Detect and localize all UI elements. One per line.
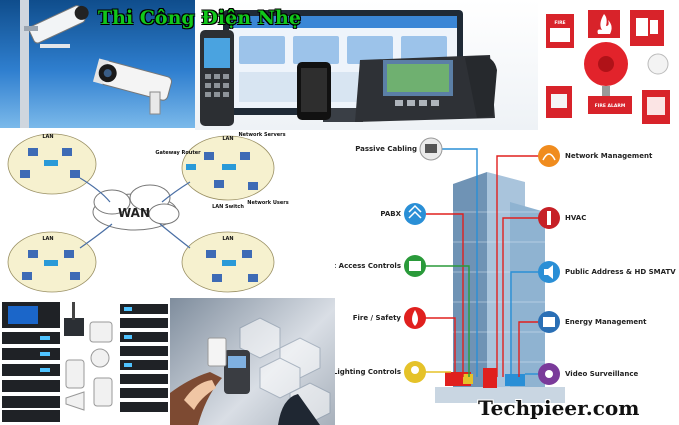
lan-label-bottom-left: LAN <box>42 236 53 242</box>
page-title: Thi Công Điện Nhẹ <box>98 7 301 29</box>
pabx-icon <box>408 204 422 219</box>
cctv-camera-icon <box>20 0 172 128</box>
service-video-surveillance: Video Surveillance <box>565 370 639 378</box>
service-biometric-access: Biometric Access Controls <box>335 262 401 270</box>
wan-cloud-icon <box>92 184 180 231</box>
ip-phone-icon <box>200 10 497 126</box>
camera-icon <box>545 370 553 378</box>
ip-phones-photo <box>195 0 538 130</box>
gateway-label: Gateway Router <box>155 150 201 156</box>
network-management-icon <box>542 153 556 161</box>
lighting-icon <box>411 366 419 374</box>
wan-label: WAN <box>118 206 150 220</box>
speaker-icon <box>544 265 553 279</box>
users-label: Network Users <box>247 200 288 206</box>
fire-alarm-photo: FIRE FIRE ALARM <box>538 0 679 132</box>
switch-label: LAN Switch <box>212 204 244 210</box>
lan-label-bottom-right: LAN <box>222 236 233 242</box>
access-card-icon <box>170 317 331 425</box>
energy-icon <box>543 317 555 327</box>
biometric-icon <box>409 261 421 271</box>
fire-alarm-icon: FIRE FIRE ALARM <box>546 10 670 124</box>
service-passive-cabling: Passive Cabling <box>355 145 417 153</box>
service-network-management: Network Management <box>565 152 653 160</box>
service-lighting-controls: Lighting Controls <box>335 368 401 376</box>
cctv-photo <box>0 0 195 128</box>
cabling-icon <box>425 144 437 153</box>
service-fire-safety: Fire / Safety <box>353 314 402 322</box>
fire-safety-icon <box>412 310 418 326</box>
hvac-icon <box>547 211 551 225</box>
lan-label-top-left: LAN <box>42 134 53 140</box>
computer-icon <box>20 148 258 282</box>
service-energy-management: Energy Management <box>565 318 647 326</box>
service-hvac: HVAC <box>565 214 586 222</box>
servers-label: Network Servers <box>238 132 285 138</box>
building-services-diagram: Passive Cabling PABX Biometric Access Co… <box>335 132 679 425</box>
switch-icon <box>44 160 236 266</box>
audio-rack-photo <box>0 298 170 425</box>
watermark-brand: Techpieer.com <box>478 396 640 420</box>
network-diagram: WAN LAN LAN LAN LAN Gateway Router Netwo… <box>0 130 300 298</box>
fire-label: FIRE <box>554 20 565 26</box>
service-pabx: PABX <box>380 210 401 218</box>
fire-alarm-text: FIRE ALARM <box>595 103 626 109</box>
lan-label-top-right: LAN <box>222 136 233 142</box>
amplifier-icon <box>2 302 168 422</box>
service-public-address: Public Address & HD SMATV <box>565 268 676 276</box>
access-control-photo <box>170 298 335 425</box>
